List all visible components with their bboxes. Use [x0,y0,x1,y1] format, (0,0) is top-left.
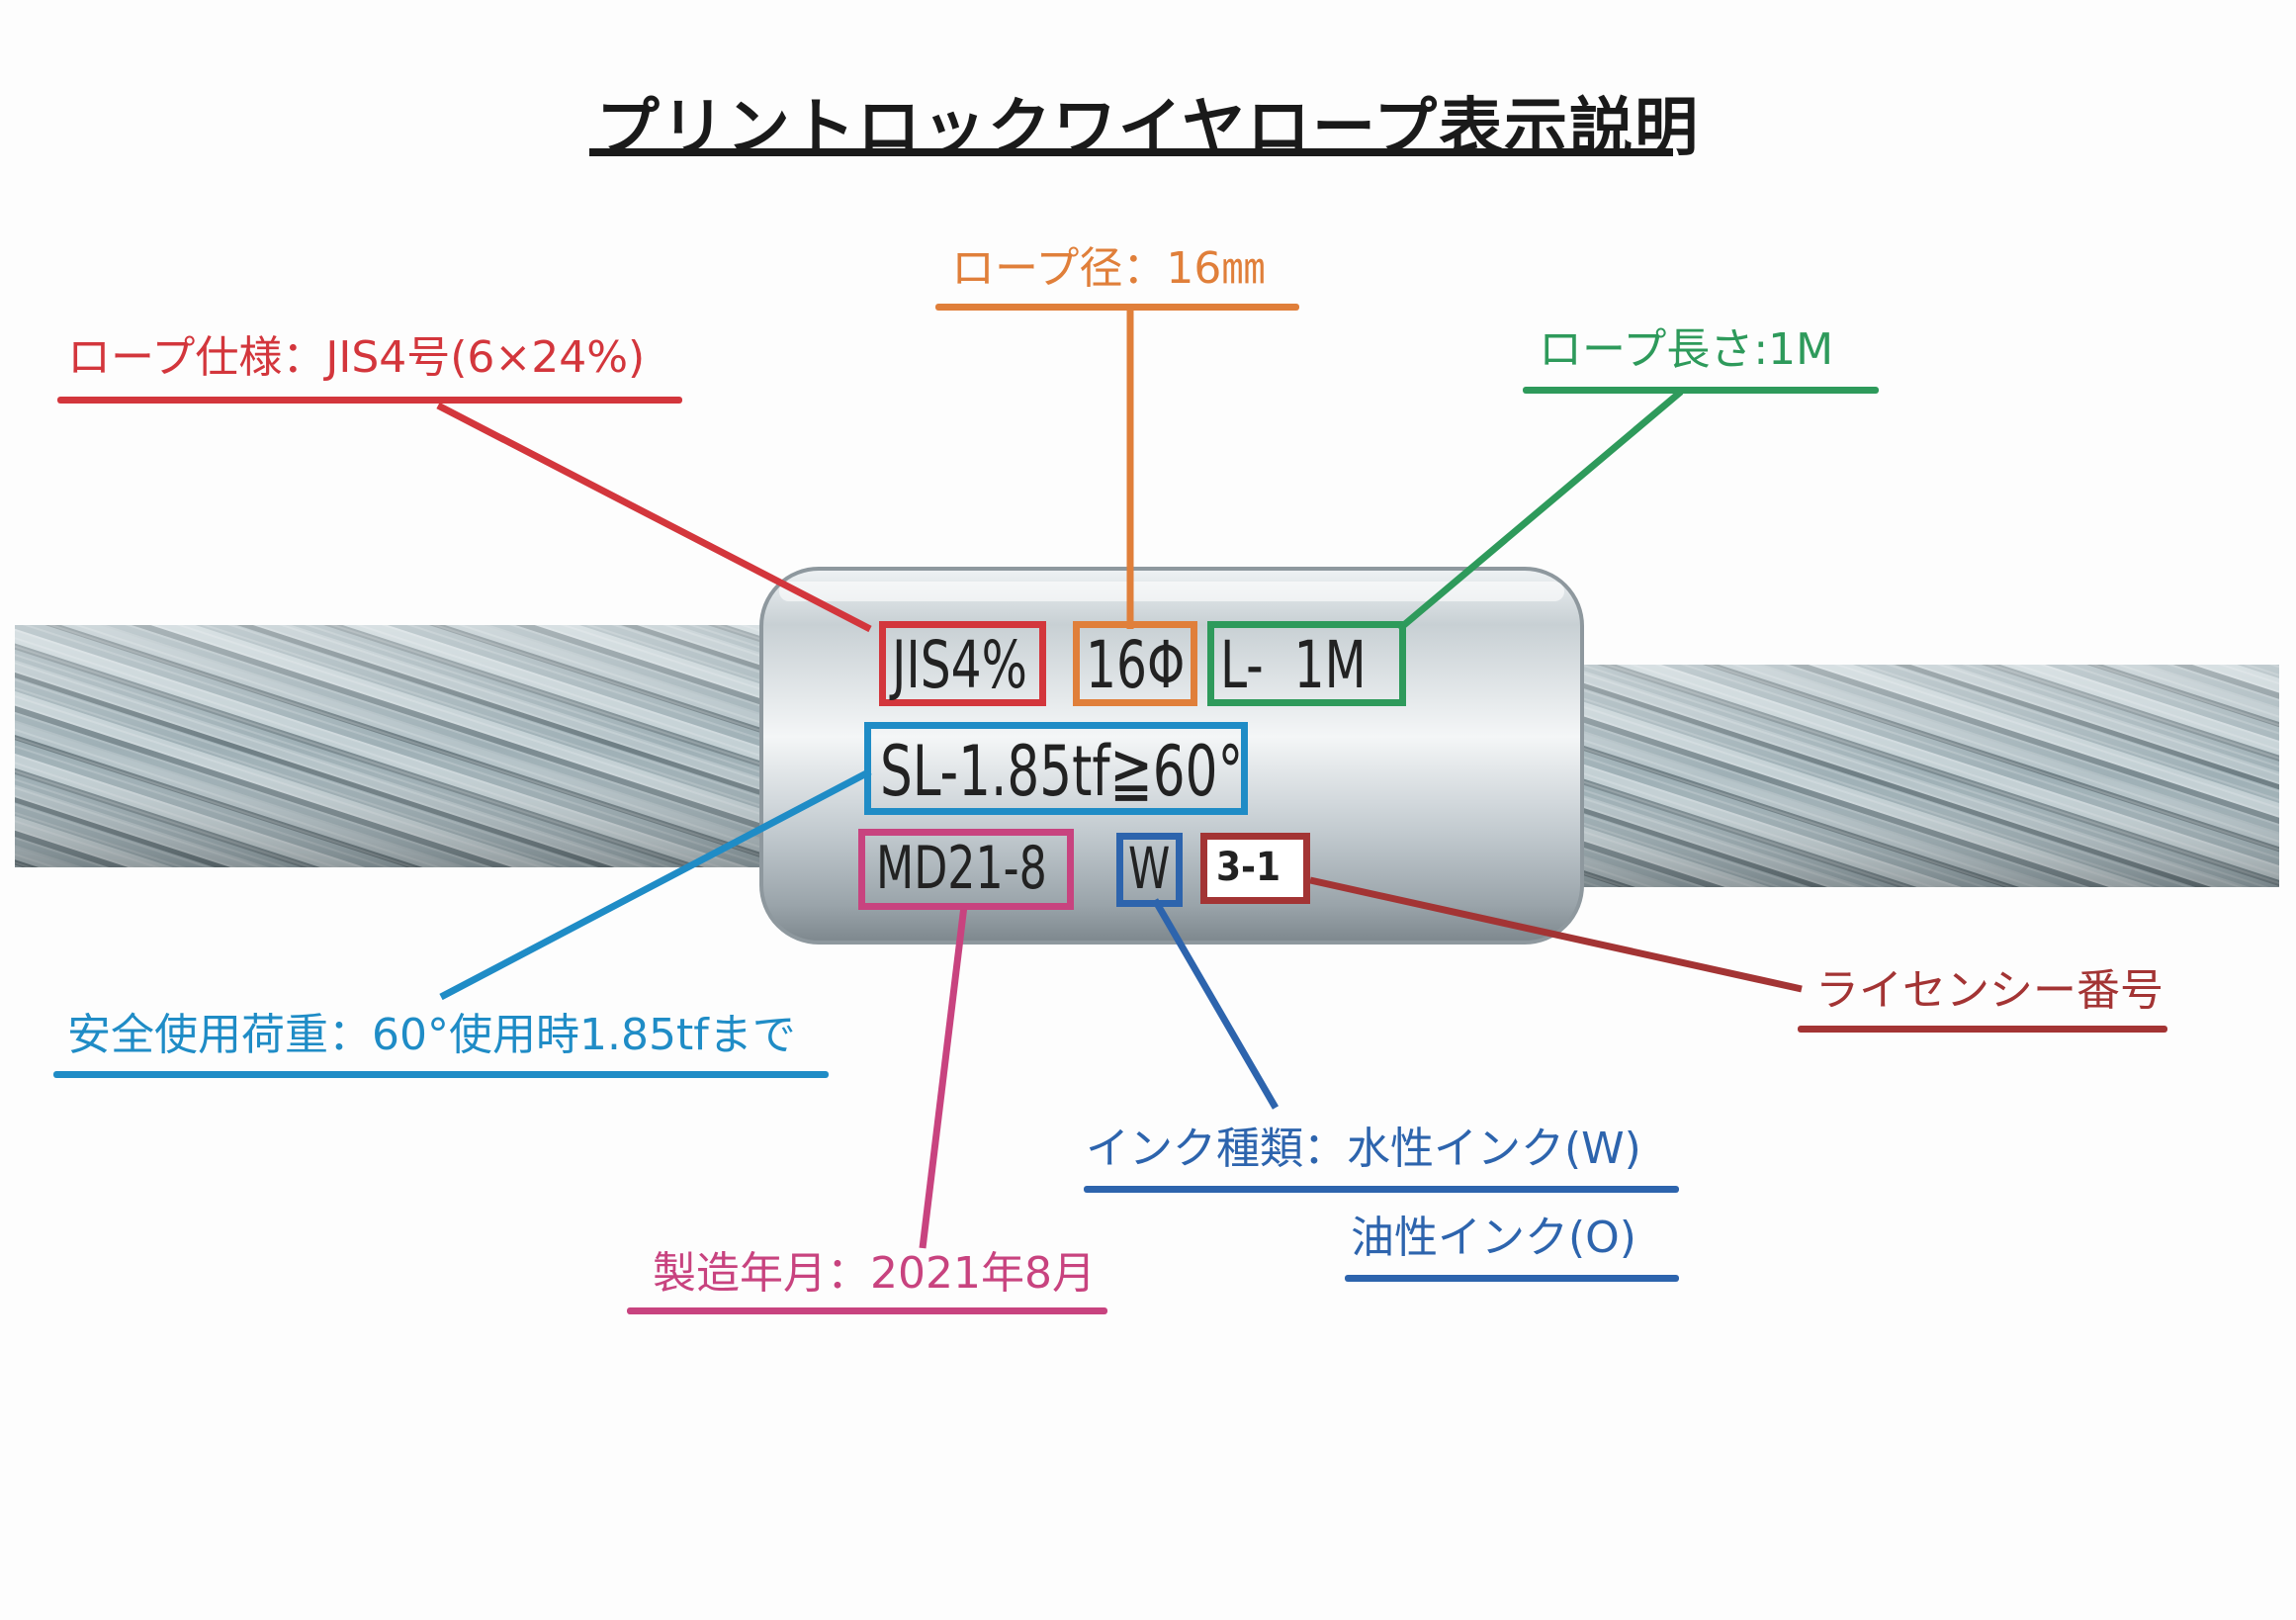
frame-ink [1116,833,1183,907]
label-licensee: ライセンシー番号 [1815,965,2164,1016]
leader-rope-spec [436,402,872,633]
frame-date-code [858,829,1074,910]
label-rope-spec: ロープ仕様：JIS4号(6×24%) [67,332,646,383]
stamp-date-code: MD21-8 [876,834,1047,903]
frame-diameter [1073,621,1197,706]
label-rope-length: ロープ長さ:1M [1539,324,1834,375]
stamp-licensee: 3-1 [1216,845,1281,890]
leader-manufacture-date [919,905,968,1249]
underline-ink-oil [1345,1275,1679,1282]
frame-licensee [1200,833,1310,904]
underline-rope-length [1523,387,1879,394]
frame-length [1207,621,1406,706]
leader-licensee [1309,876,1803,993]
frame-load [864,722,1248,815]
label-ink-type: インク種類：水性インク(W) [1086,1124,1641,1174]
stamp-diameter: 16Φ [1086,627,1186,703]
stamp-jis: JIS4% [892,627,1027,703]
underline-rope-diameter [935,304,1299,311]
stamp-length: L- 1M [1220,627,1367,703]
frame-jis [879,621,1046,706]
underline-ink-type [1084,1186,1679,1193]
leader-ink [1151,898,1280,1110]
label-ink-oil: 油性インク(O) [1351,1213,1636,1263]
underline-licensee [1798,1026,2167,1033]
underline-manufacture-date [627,1307,1107,1314]
lock-sleeve [759,567,1584,945]
underline-rope-spec [57,397,682,404]
label-safe-load: 安全使用荷重：60°使用時1.85tfまで [67,1010,796,1060]
leader-safe-load [439,767,872,1001]
label-rope-diameter: ロープ径：16㎜ [951,243,1266,294]
leader-rope-length [1396,389,1684,632]
label-manufacture-date: 製造年月：2021年8月 [653,1248,1096,1299]
stamp-ink: W [1128,835,1171,902]
title-underline [589,148,1673,156]
stamp-load: SL-1.85tf≧60° [880,731,1244,812]
underline-safe-load [53,1071,829,1078]
